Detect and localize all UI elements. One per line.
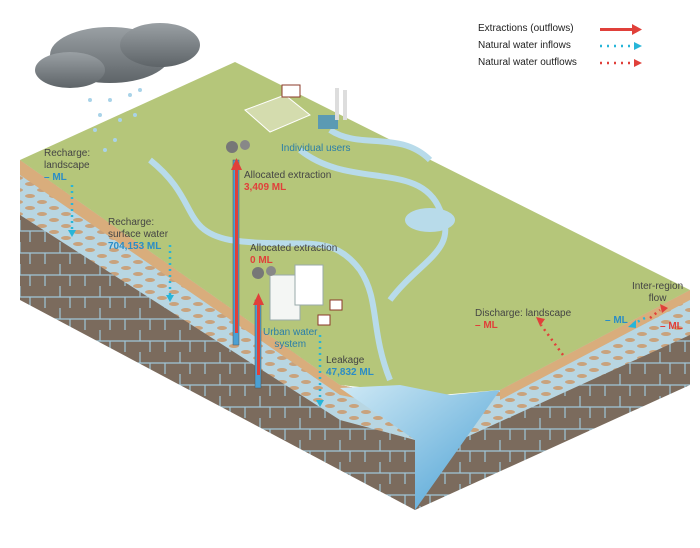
legend-inflows: Natural water inflows [478,40,571,51]
label-line: Urban water [263,327,318,338]
label-title: Recharge: [44,148,91,159]
label-title: Leakage [326,355,365,366]
land-surface [20,62,690,395]
label-line: Inter-region [632,281,684,292]
label-line: system [274,339,307,350]
label-value: 47,832 ML [326,367,374,378]
legend: Extractions (outflows) Natural water inf… [478,20,628,71]
label-title: Allocated extraction [250,243,338,254]
label-value: 0 ML [250,255,273,266]
individual-users-label: Individual users [281,143,351,154]
urban-water-system-label: Urban water system [263,327,317,351]
outflow-arrows [536,304,668,356]
label-line: flow [648,293,667,304]
extraction-arrow [231,158,242,333]
label-title: landscape [44,160,90,171]
inter-region-flow-label: Inter-region flow [632,281,683,305]
water-tank-icon [226,140,250,153]
recharge-landscape-label: Recharge: landscape – ML [44,148,90,184]
legend-outflow-symbol [600,59,642,67]
rain-cloud-icon [35,23,200,152]
inter-region-outflow-value: – ML [660,321,683,332]
label-value: 3,409 ML [244,182,287,193]
legend-inflow-symbol [600,42,642,50]
inter-region-inflow-value: – ML [605,315,628,326]
extraction-arrow [253,293,264,375]
label-title: Discharge: landscape [475,308,572,319]
river-gorge [340,385,500,510]
discharge-landscape-label: Discharge: landscape – ML [475,308,571,332]
legend-extractions: Extractions (outflows) [478,23,574,34]
label-title: Allocated extraction [244,170,332,181]
water-tank-icon [252,266,276,279]
allocated-extraction-1-label: Allocated extraction 3,409 ML [244,170,331,194]
label-value: – ML [44,172,67,183]
inflow-arrows [68,185,646,407]
label-value: – ML [475,320,498,331]
label-title: surface water [108,229,169,240]
dam-lake [405,208,455,232]
legend-outflows: Natural water outflows [478,57,577,68]
label-title: Recharge: [108,217,155,228]
label-value: 704,153 ML [108,241,162,252]
farm [244,84,347,133]
allocated-extraction-2-label: Allocated extraction 0 ML [250,243,337,267]
urban-buildings [269,264,343,326]
leakage-label: Leakage 47,832 ML [326,355,374,379]
recharge-surface-label: Recharge: surface water 704,153 ML [108,217,168,253]
legend-extraction-symbol [600,24,642,35]
left-cross-section [20,160,415,510]
